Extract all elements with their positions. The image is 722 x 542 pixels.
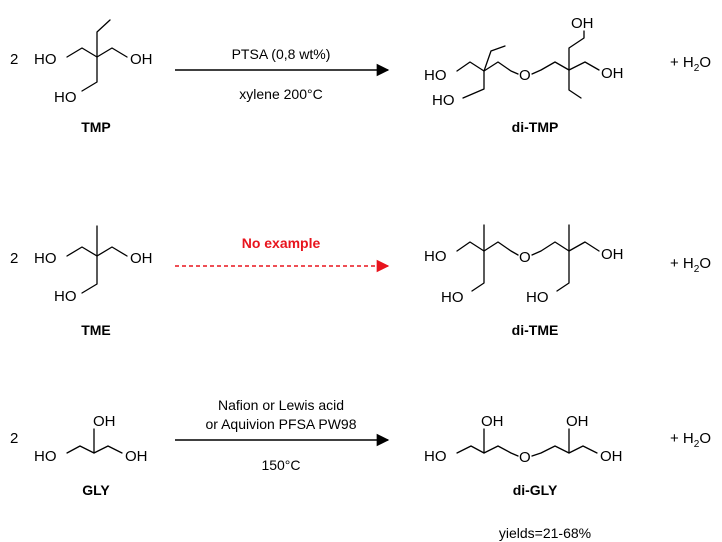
- di-tme-structure: HO HO O HO OH: [424, 224, 624, 306]
- oh-label: OH: [125, 448, 148, 465]
- oh-label: OH: [601, 246, 624, 263]
- bond: [456, 61, 519, 75]
- reaction-tmp: 2 HO OH HO TMP PTSA (0,8 wt%) xylene 200…: [10, 15, 711, 135]
- compound-name: GLY: [82, 482, 110, 498]
- bond: [471, 250, 485, 292]
- compound-name: TMP: [81, 119, 111, 135]
- oh-label: OH: [130, 250, 153, 267]
- oh-label: OH: [481, 413, 504, 430]
- conditions-top2: or Aquivion PFSA PW98: [206, 416, 357, 432]
- compound-name: di-GLY: [513, 482, 558, 498]
- bond: [531, 61, 600, 75]
- oh-label: HO: [526, 289, 549, 306]
- ether-oxygen: O: [519, 67, 531, 84]
- oh-label: OH: [571, 15, 594, 32]
- compound-name: di-TMP: [512, 119, 559, 135]
- oh-label: HO: [54, 288, 77, 305]
- compound-name: di-TME: [512, 322, 559, 338]
- bond: [456, 241, 519, 256]
- water-byproduct: + H2O: [670, 54, 711, 74]
- oh-label: HO: [441, 289, 464, 306]
- water-byproduct: + H2O: [670, 255, 711, 275]
- bond: [81, 56, 98, 92]
- bond: [456, 445, 519, 457]
- reaction-gly: 2 HO OH OH GLY Nafion or Lewis acid or A…: [10, 397, 711, 541]
- oh-label: OH: [130, 51, 153, 68]
- bond: [483, 45, 506, 72]
- oh-label: OH: [566, 413, 589, 430]
- ether-oxygen: O: [519, 249, 531, 266]
- no-example-label: No example: [242, 235, 321, 251]
- bond: [96, 19, 111, 58]
- oh-label: HO: [54, 89, 77, 106]
- compound-name: TME: [81, 322, 111, 338]
- bond: [531, 241, 600, 256]
- oh-label: HO: [424, 248, 447, 265]
- coefficient: 2: [10, 250, 18, 267]
- conditions-bottom: 150°C: [261, 457, 300, 473]
- tme-structure: HO OH HO: [34, 225, 153, 305]
- oh-label: HO: [34, 51, 57, 68]
- reaction-tme: 2 HO OH HO TME No example HO HO O HO OH …: [10, 224, 711, 338]
- bond: [568, 69, 582, 99]
- di-gly-structure: HO OH O OH OH: [424, 413, 623, 466]
- oh-label: HO: [432, 92, 455, 109]
- bond: [531, 445, 598, 457]
- oh-label: HO: [34, 250, 57, 267]
- oh-label: HO: [34, 448, 57, 465]
- bond: [556, 250, 570, 292]
- oh-label: OH: [93, 413, 116, 430]
- yield-note: yields=21-68%: [499, 525, 591, 541]
- oh-label: HO: [424, 448, 447, 465]
- oh-label: HO: [424, 67, 447, 84]
- oh-label: OH: [600, 448, 623, 465]
- di-tmp-structure: HO HO O OH OH: [424, 15, 624, 109]
- water-byproduct: + H2O: [670, 430, 711, 450]
- bond: [568, 30, 585, 71]
- tmp-structure: HO OH HO: [34, 19, 153, 106]
- conditions-bottom: xylene 200°C: [239, 86, 322, 102]
- conditions-top: PTSA (0,8 wt%): [232, 46, 331, 62]
- coefficient: 2: [10, 51, 18, 68]
- ether-oxygen: O: [519, 449, 531, 466]
- oh-label: OH: [601, 65, 624, 82]
- bond: [462, 70, 485, 99]
- gly-structure: HO OH OH: [34, 413, 148, 465]
- bond: [81, 255, 98, 294]
- conditions-top: Nafion or Lewis acid: [218, 397, 344, 413]
- coefficient: 2: [10, 430, 18, 447]
